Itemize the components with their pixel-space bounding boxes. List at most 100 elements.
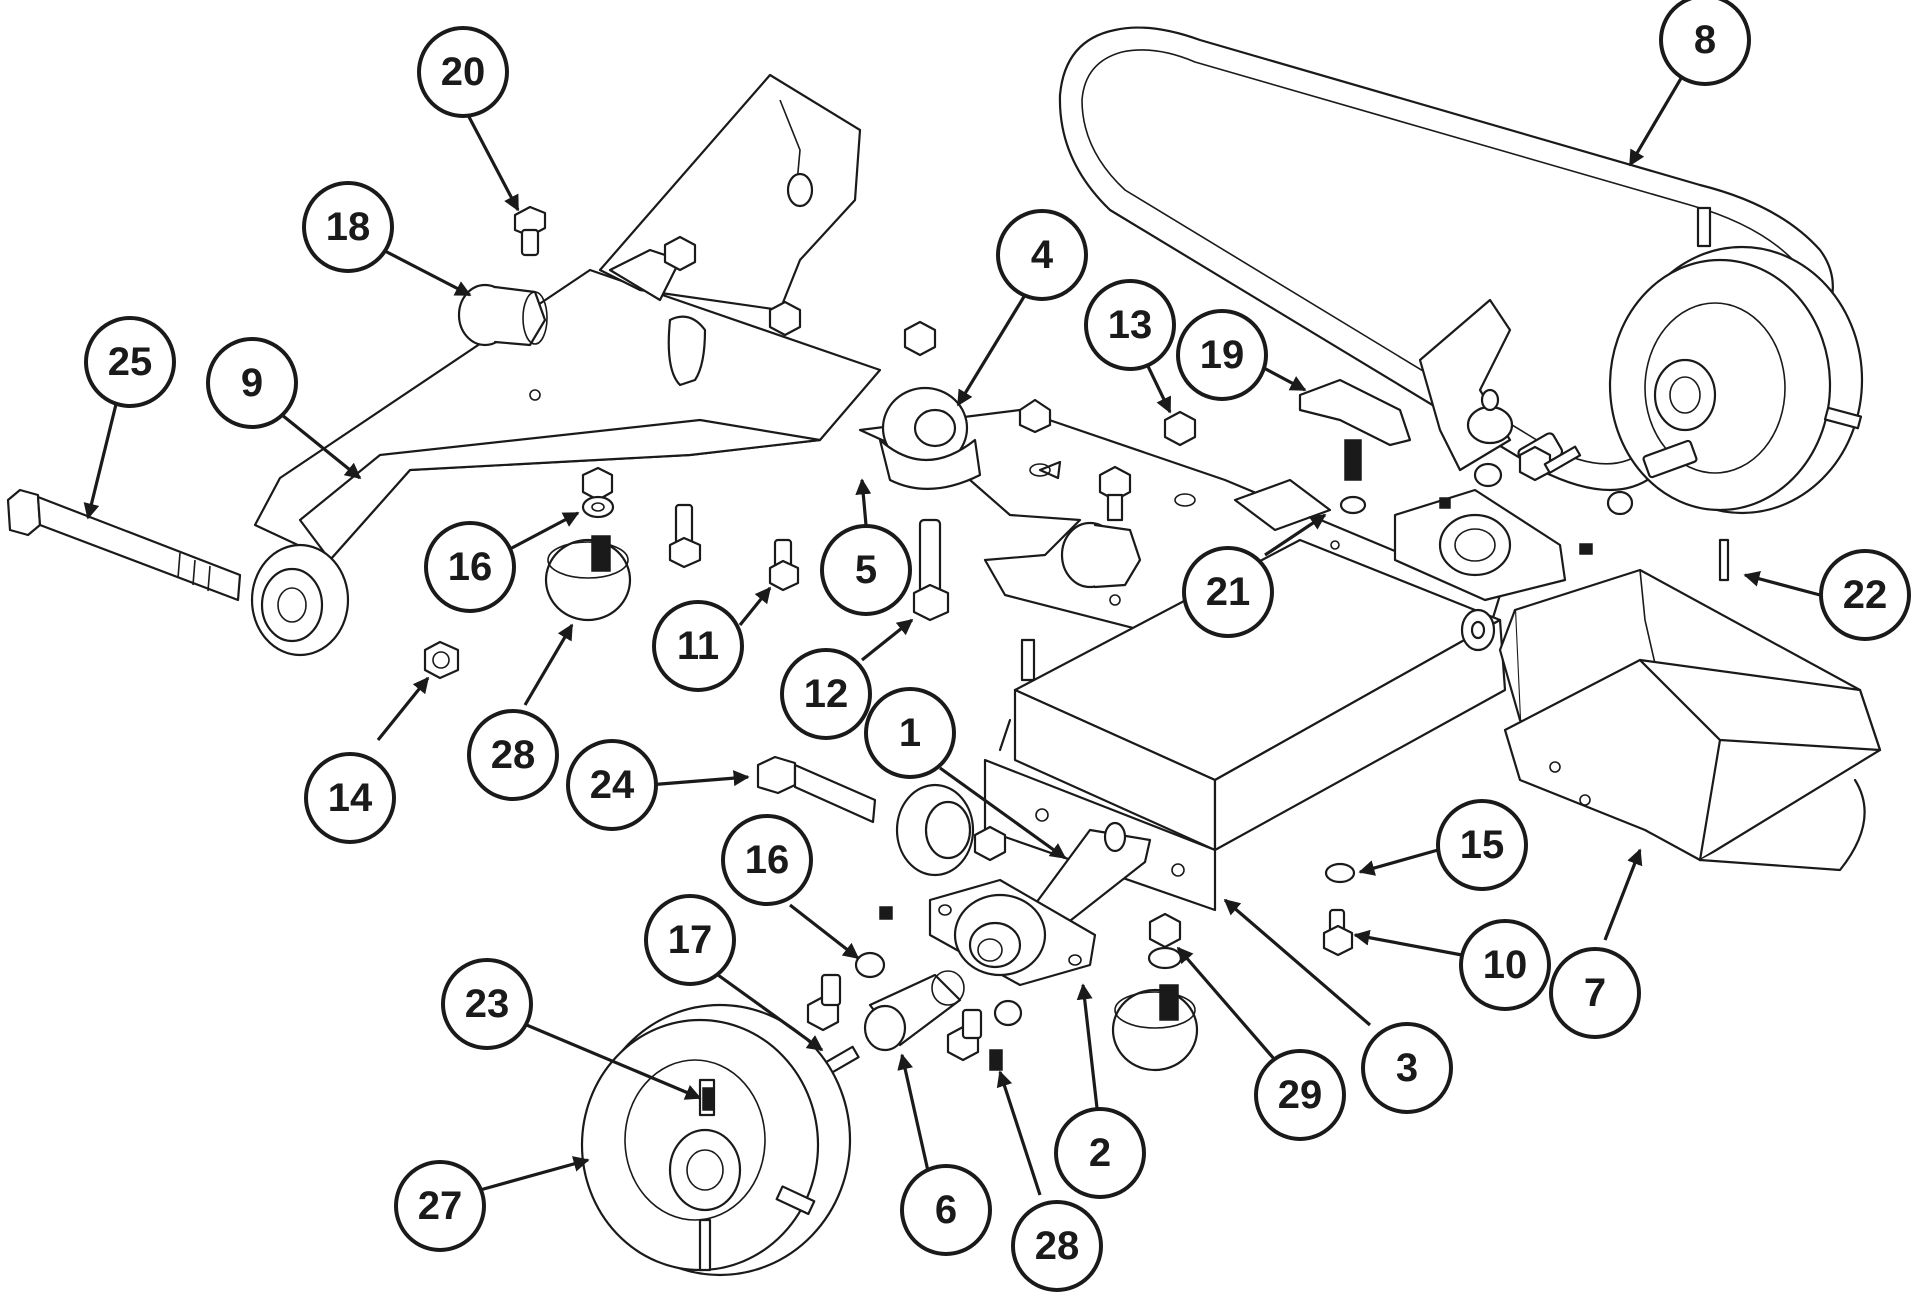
belt-cover bbox=[1498, 568, 1882, 872]
callout-20: 20 bbox=[417, 26, 509, 118]
callout-22: 22 bbox=[1819, 549, 1911, 641]
callout-21: 21 bbox=[1182, 546, 1274, 638]
callout-13: 13 bbox=[1084, 279, 1176, 371]
callout-16-upper: 16 bbox=[424, 521, 516, 613]
callout-label: 27 bbox=[418, 1184, 463, 1228]
callout-label: 18 bbox=[326, 205, 371, 249]
callout-leaders bbox=[83, 74, 1821, 1196]
callout-label: 16 bbox=[448, 545, 493, 589]
callout-label: 28 bbox=[1035, 1224, 1080, 1268]
callout-label: 25 bbox=[108, 340, 153, 384]
callout-7: 7 bbox=[1549, 947, 1641, 1039]
lower-hardware bbox=[756, 755, 1356, 1076]
callout-29: 29 bbox=[1254, 1049, 1346, 1141]
callout-6: 6 bbox=[900, 1164, 992, 1256]
callout-label: 7 bbox=[1584, 971, 1606, 1015]
callout-28-upper: 28 bbox=[467, 709, 559, 801]
leader-11 bbox=[738, 586, 772, 627]
callout-label: 3 bbox=[1396, 1046, 1418, 1090]
callout-label: 24 bbox=[590, 763, 635, 807]
leader-3 bbox=[1223, 898, 1372, 1027]
callout-label: 1 bbox=[899, 711, 921, 755]
leader-6 bbox=[897, 1053, 932, 1181]
callout-9: 9 bbox=[206, 337, 298, 429]
callout-label: 28 bbox=[491, 733, 536, 777]
callout-label: 22 bbox=[1843, 573, 1888, 617]
leader-16-upper bbox=[507, 511, 580, 552]
lower-pulley bbox=[580, 1003, 852, 1277]
callout-24: 24 bbox=[566, 739, 658, 831]
long-bolt bbox=[6, 488, 242, 602]
callout-label: 17 bbox=[668, 918, 713, 962]
callout-1: 1 bbox=[864, 687, 956, 779]
callout-18: 18 bbox=[302, 181, 394, 273]
leader-2 bbox=[1076, 983, 1099, 1109]
leader-25 bbox=[83, 387, 122, 520]
parts-line-art bbox=[6, 26, 1882, 1277]
callout-label: 23 bbox=[465, 982, 510, 1026]
leader-5 bbox=[855, 478, 872, 526]
leader-24 bbox=[647, 770, 750, 787]
leader-19 bbox=[1261, 365, 1307, 392]
leader-20 bbox=[466, 114, 520, 212]
callout-label: 13 bbox=[1108, 303, 1153, 347]
leader-29 bbox=[1176, 946, 1277, 1062]
callout-label: 29 bbox=[1278, 1073, 1323, 1117]
leader-1 bbox=[939, 766, 1067, 860]
leader-28-upper bbox=[523, 623, 574, 706]
callout-15: 15 bbox=[1436, 799, 1528, 891]
callout-label: 5 bbox=[855, 548, 877, 592]
leader-18 bbox=[382, 248, 472, 297]
leader-16-lower bbox=[789, 903, 860, 960]
leader-9 bbox=[280, 413, 362, 480]
callout-label: 11 bbox=[677, 624, 719, 668]
callout-27: 27 bbox=[394, 1160, 486, 1252]
callout-10: 10 bbox=[1459, 919, 1551, 1011]
callout-label: 10 bbox=[1483, 943, 1528, 987]
callout-12: 12 bbox=[780, 648, 872, 740]
callout-label: 6 bbox=[935, 1188, 957, 1232]
leader-12 bbox=[861, 618, 914, 662]
callout-label: 9 bbox=[241, 361, 263, 405]
leader-28-lower bbox=[996, 1070, 1042, 1196]
callout-23: 23 bbox=[441, 958, 533, 1050]
callout-label: 12 bbox=[804, 672, 849, 716]
leader-8 bbox=[1628, 74, 1685, 167]
callout-3: 3 bbox=[1361, 1022, 1453, 1114]
leader-22 bbox=[1743, 570, 1821, 597]
upper-pulley bbox=[1608, 206, 1864, 515]
callout-19: 19 bbox=[1176, 309, 1268, 401]
leader-15 bbox=[1358, 848, 1439, 876]
callout-2: 2 bbox=[1054, 1107, 1146, 1199]
callout-17: 17 bbox=[644, 894, 736, 986]
callout-8: 8 bbox=[1659, 0, 1751, 86]
callout-label: 15 bbox=[1460, 823, 1505, 867]
callout-label: 14 bbox=[328, 776, 373, 820]
callout-label: 19 bbox=[1200, 333, 1245, 377]
leader-13 bbox=[1143, 359, 1172, 414]
callout-label: 2 bbox=[1089, 1131, 1111, 1175]
callout-16-lower: 16 bbox=[721, 814, 813, 906]
callout-11: 11 bbox=[652, 600, 744, 692]
callout-14: 14 bbox=[304, 752, 396, 844]
callout-25: 25 bbox=[84, 316, 176, 408]
callout-label: 8 bbox=[1694, 18, 1716, 62]
leader-10 bbox=[1353, 929, 1463, 957]
leader-23 bbox=[509, 1016, 702, 1100]
callout-28-lower: 28 bbox=[1011, 1200, 1103, 1292]
callout-bubbles: 1 2 3 4 5 6 7 8 9 10 11 12 13 14 15 16 1… bbox=[84, 0, 1911, 1292]
leader-17 bbox=[717, 973, 824, 1052]
callout-label: 4 bbox=[1031, 233, 1054, 277]
callout-label: 16 bbox=[745, 838, 790, 882]
leader-7 bbox=[1603, 848, 1643, 941]
leader-14 bbox=[376, 676, 430, 742]
leader-27 bbox=[479, 1156, 590, 1192]
upper-left-hardware bbox=[423, 205, 950, 680]
callout-5: 5 bbox=[820, 524, 912, 616]
callout-label: 21 bbox=[1206, 570, 1251, 614]
leader-4 bbox=[956, 294, 1027, 407]
callout-label: 20 bbox=[441, 50, 486, 94]
leader-21 bbox=[1264, 513, 1327, 557]
callout-4: 4 bbox=[996, 209, 1088, 301]
